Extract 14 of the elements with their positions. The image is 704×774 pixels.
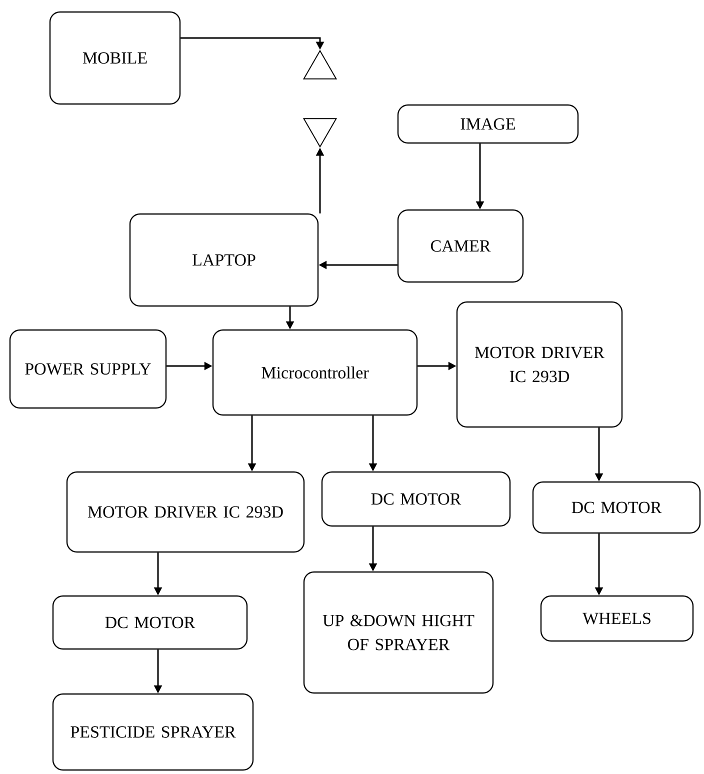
process-box: MOBILE [49, 11, 181, 105]
process-box: Microcontroller [212, 329, 418, 416]
process-box: PESTICIDE SPRAYER [52, 693, 254, 771]
process-box: LAPTOP [129, 213, 319, 307]
process-box: MOTOR DRIVER IC 293D [456, 301, 623, 428]
process-box: DC MOTOR [532, 481, 701, 534]
process-box: CAMER [397, 209, 524, 283]
process-box: UP &DOWN HIGHT OF SPRAYER [303, 571, 494, 694]
process-box: POWER SUPPLY [9, 329, 167, 409]
process-box: MOTOR DRIVER IC 293D [66, 471, 305, 553]
process-box: WHEELS [540, 595, 694, 642]
process-box: IMAGE [397, 104, 579, 144]
process-box: DC MOTOR [52, 595, 248, 650]
process-box: DC MOTOR [321, 471, 511, 527]
